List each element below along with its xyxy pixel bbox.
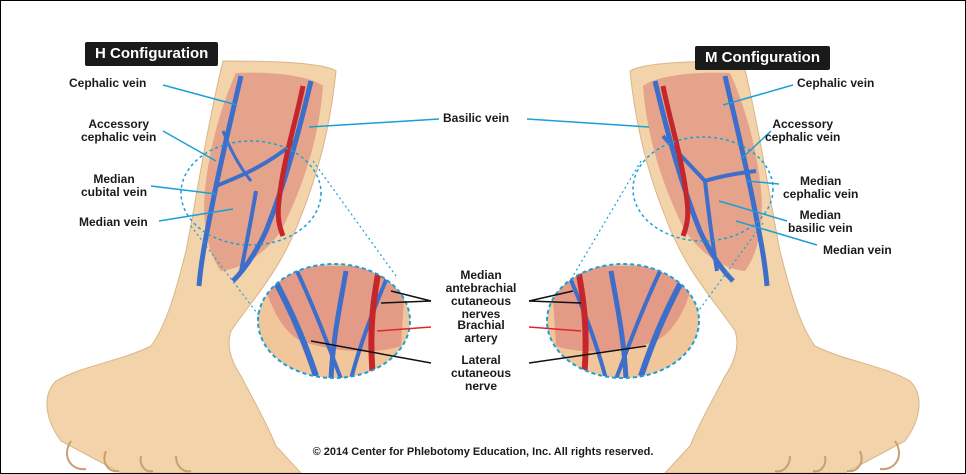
label-brachial-artery: Brachial artery <box>433 319 529 345</box>
left-inset <box>256 263 416 383</box>
label-left-accessory-cephalic-vein: Accessory cephalic vein <box>81 118 156 144</box>
label-lateral-cutaneous-nerve: Lateral cutaneous nerve <box>433 354 529 393</box>
label-left-cephalic-vein: Cephalic vein <box>69 77 146 90</box>
label-basilic-vein: Basilic vein <box>443 112 509 125</box>
label-right-median-vein: Median vein <box>823 244 892 257</box>
label-left-median-cubital-vein: Median cubital vein <box>81 173 147 199</box>
label-right-cephalic-vein: Cephalic vein <box>797 77 874 90</box>
label-median-antebrachial-nerves: Median antebrachial cutaneous nerves <box>433 269 529 321</box>
label-right-median-basilic-vein: Median basilic vein <box>788 209 853 235</box>
h-configuration-title: H Configuration <box>85 42 218 66</box>
m-configuration-title: M Configuration <box>695 46 830 70</box>
label-right-accessory-cephalic-vein: Accessory cephalic vein <box>765 118 840 144</box>
copyright-notice: © 2014 Center for Phlebotomy Education, … <box>1 446 965 458</box>
label-left-median-vein: Median vein <box>79 216 148 229</box>
label-right-median-cephalic-vein: Median cephalic vein <box>783 175 858 201</box>
right-inset <box>545 263 705 383</box>
